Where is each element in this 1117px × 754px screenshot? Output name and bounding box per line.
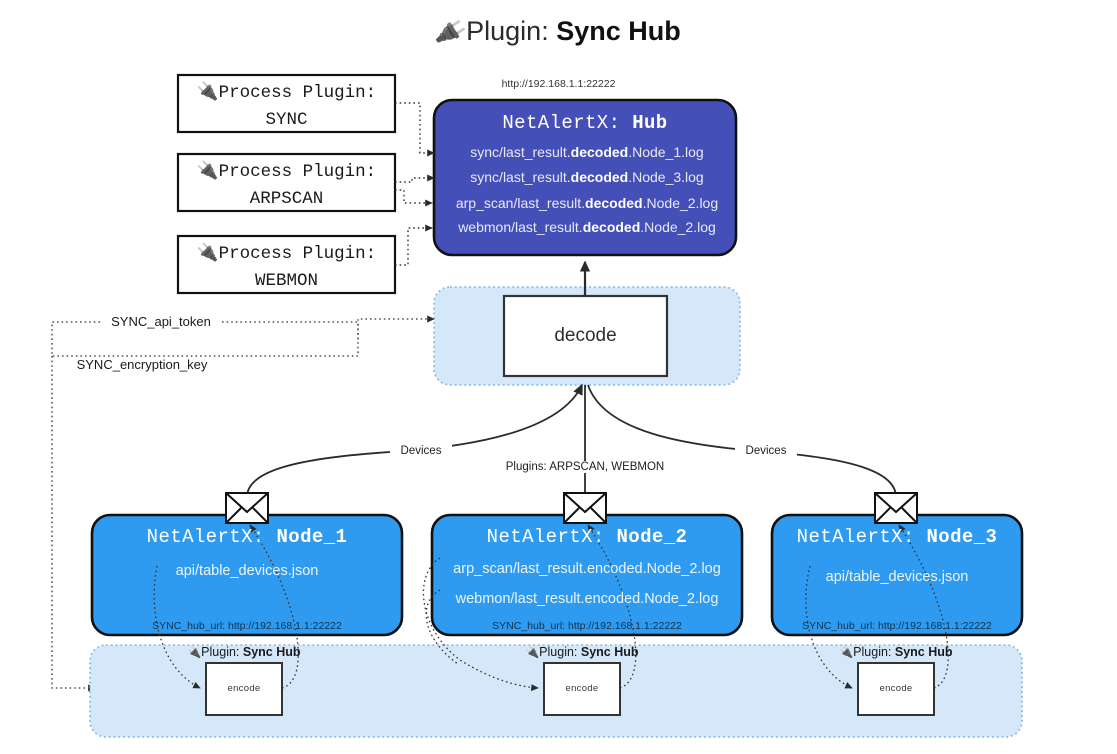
node-box-2 <box>770 513 1024 637</box>
route-arpscan-to-hub <box>395 189 433 207</box>
node-box-0 <box>90 513 404 637</box>
page-title-prefix: Plugin: <box>466 16 557 46</box>
token-route-api <box>51 315 435 357</box>
encode-box-1 <box>543 662 621 716</box>
envelope-icon-0 <box>225 492 269 524</box>
page-title: 🔌Plugin: Sync Hub <box>0 16 1117 49</box>
flow-node1-to-encode-b <box>425 589 459 665</box>
decode-box <box>502 294 669 378</box>
envelope-icon-1 <box>563 492 607 524</box>
token-route-enckey <box>222 321 359 340</box>
route-sync-to-hub <box>395 102 435 157</box>
edge-node3-to-decode <box>587 384 897 498</box>
token-route-down-left <box>51 356 96 692</box>
page-title-name: Sync Hub <box>556 16 681 46</box>
node-box-1 <box>430 513 744 637</box>
process-plugin-box-2 <box>176 234 397 295</box>
flow-encode1-to-envelope <box>587 524 637 689</box>
flow-encode0-to-envelope <box>249 524 299 689</box>
process-plugin-box-1 <box>176 152 397 213</box>
route-webmon-to-hub <box>395 224 433 266</box>
process-plugin-box-0 <box>176 73 397 134</box>
hub-box <box>432 98 738 257</box>
edge-node1-to-decode <box>246 383 583 498</box>
envelope-icon-2 <box>874 492 918 524</box>
hub-url-caption: http://192.168.1.1:22222 <box>501 78 616 90</box>
route-sync-to-hub-2 <box>395 174 435 183</box>
encode-box-2 <box>857 662 935 716</box>
encode-box-0 <box>205 662 283 716</box>
